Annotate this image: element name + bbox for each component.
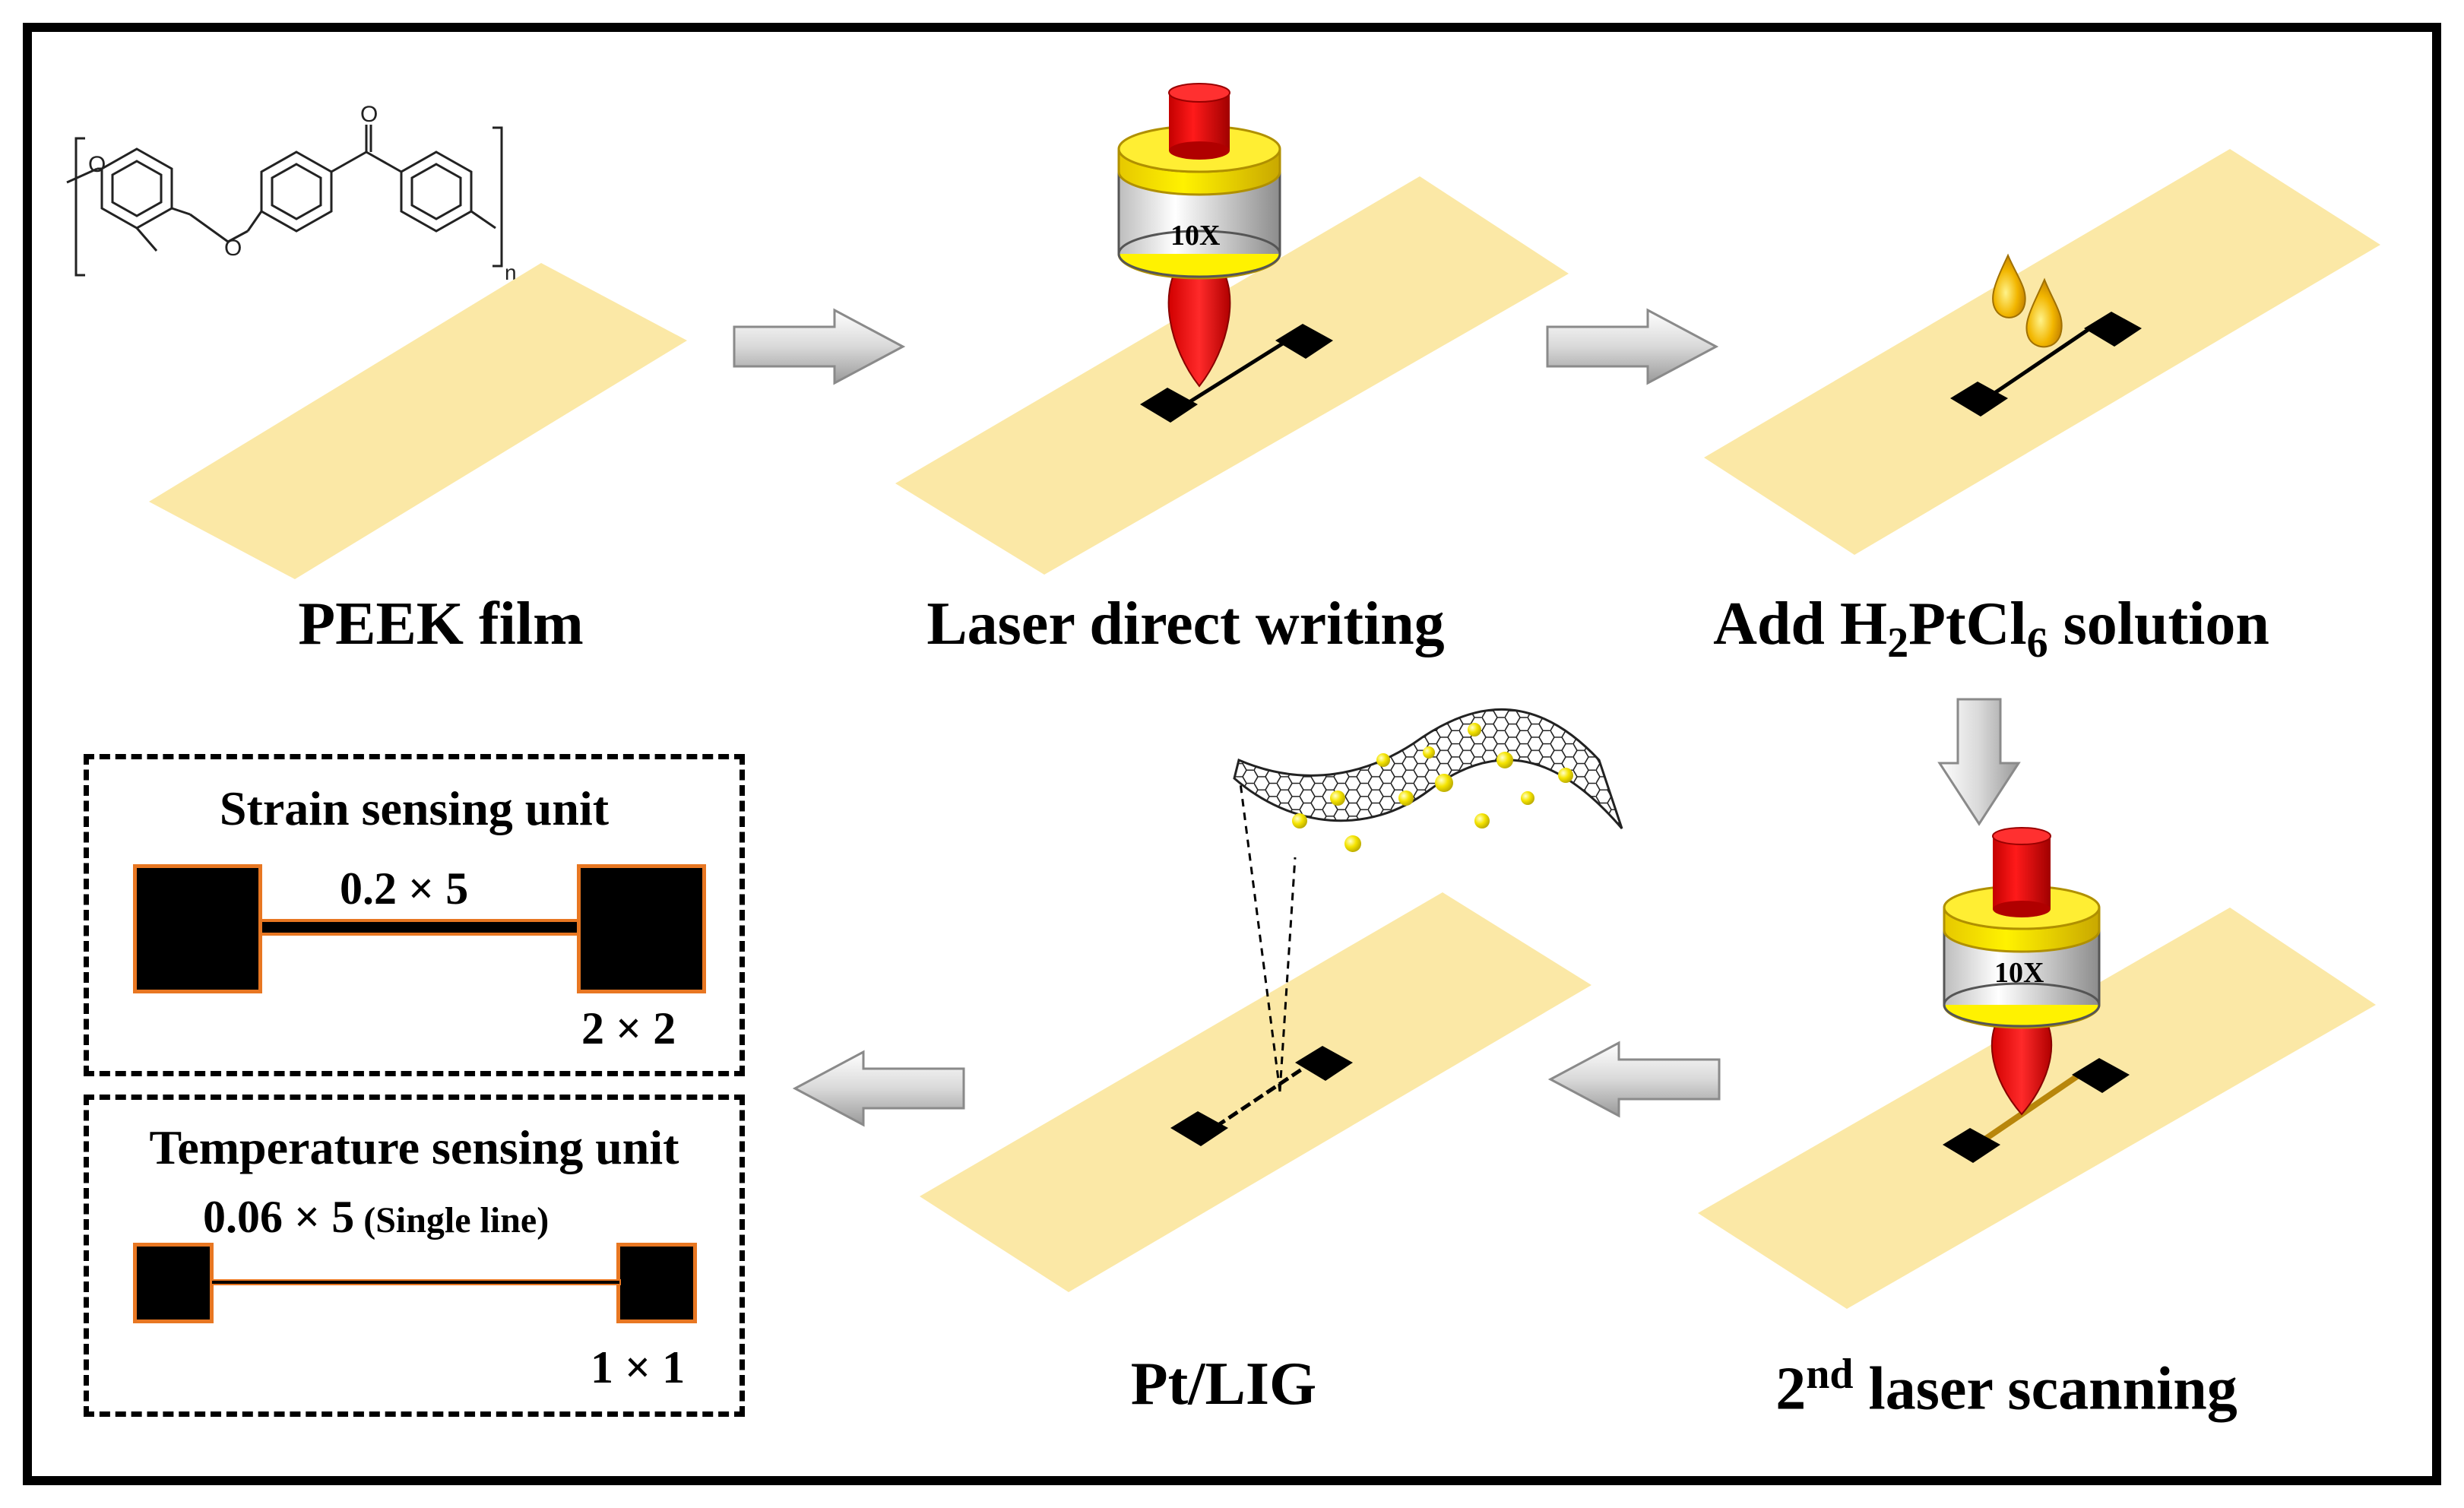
step-label-peek-film: PEEK film: [298, 591, 584, 657]
solution-droplet-1: [1992, 253, 2026, 318]
electrode-pad-5b: [1295, 1046, 1353, 1081]
temperature-pad-right: [616, 1243, 697, 1323]
arrow-left-2: [792, 1050, 965, 1127]
laser-trace-3: [1990, 326, 2092, 398]
electrode-pad-2b: [1275, 324, 1333, 359]
laser-trace-2: [1184, 338, 1289, 407]
electrode-pad-5a: [1170, 1111, 1228, 1146]
oxygen-atom-1: O: [88, 152, 106, 177]
temperature-unit-box: Temperature sensing unit 0.06 × 5 (Singl…: [84, 1095, 745, 1417]
electrode-pad-2a: [1140, 388, 1198, 423]
repeat-subscript: n: [505, 261, 517, 284]
strain-pad-dimension: 2 × 2: [581, 1003, 676, 1053]
step-label-second-laser-scanning: 2nd laser scanning: [1775, 1351, 2238, 1423]
zoom-lines: [1239, 782, 1297, 1092]
strain-pad-left: [133, 864, 262, 993]
arrow-right-2: [1546, 308, 1719, 385]
laser-head-2: 10X: [1117, 83, 1281, 388]
electrode-pad-4a: [1943, 1128, 2000, 1163]
peek-film-4: [1698, 908, 2376, 1309]
laser-trace-4: [1977, 1072, 2082, 1146]
peek-film-5: [920, 892, 1591, 1292]
step-label-laser-direct-writing: Laser direct writing: [926, 591, 1445, 657]
arrow-down: [1937, 698, 2021, 826]
arrow-left-1: [1547, 1041, 1721, 1118]
strain-trace: [259, 919, 580, 936]
laser-trace-5: [1215, 1060, 1313, 1129]
temperature-pad-left: [133, 1243, 214, 1323]
strain-unit-title: Strain sensing unit: [219, 781, 610, 835]
electrode-pad-4b: [2072, 1058, 2130, 1093]
strain-unit-box: Strain sensing unit 0.2 × 5 2 × 2: [84, 754, 745, 1076]
graphene-sheet: [1233, 708, 1623, 852]
lens-magnification-2: 10X: [1170, 220, 1220, 252]
solution-droplet-2: [2025, 277, 2063, 348]
electrode-pad-3a: [1950, 382, 2008, 417]
step-label-add-solution: Add H2PtCl6 solution: [1713, 591, 2269, 667]
peek-film-1: [149, 263, 687, 579]
strain-line-dimension: 0.2 × 5: [340, 863, 469, 914]
temperature-pad-dimension: 1 × 1: [591, 1342, 686, 1392]
electrode-pad-3b: [2084, 312, 2142, 347]
peek-structure: [66, 125, 503, 277]
lens-magnification-4: 10X: [1994, 957, 2044, 989]
temperature-unit-title: Temperature sensing unit: [149, 1120, 679, 1174]
temperature-trace: [211, 1279, 621, 1285]
oxygen-atom-3: O: [360, 102, 378, 127]
peek-film-3: [1704, 149, 2380, 555]
oxygen-atom-2: O: [224, 236, 242, 261]
temperature-line-dimension: 0.06 × 5 (Single line): [203, 1192, 549, 1242]
step-label-pt-lig: Pt/LIG: [1130, 1351, 1317, 1418]
arrow-right-1: [733, 308, 906, 385]
laser-head-4: 10X: [1943, 827, 2101, 1116]
strain-pad-right: [577, 864, 706, 993]
